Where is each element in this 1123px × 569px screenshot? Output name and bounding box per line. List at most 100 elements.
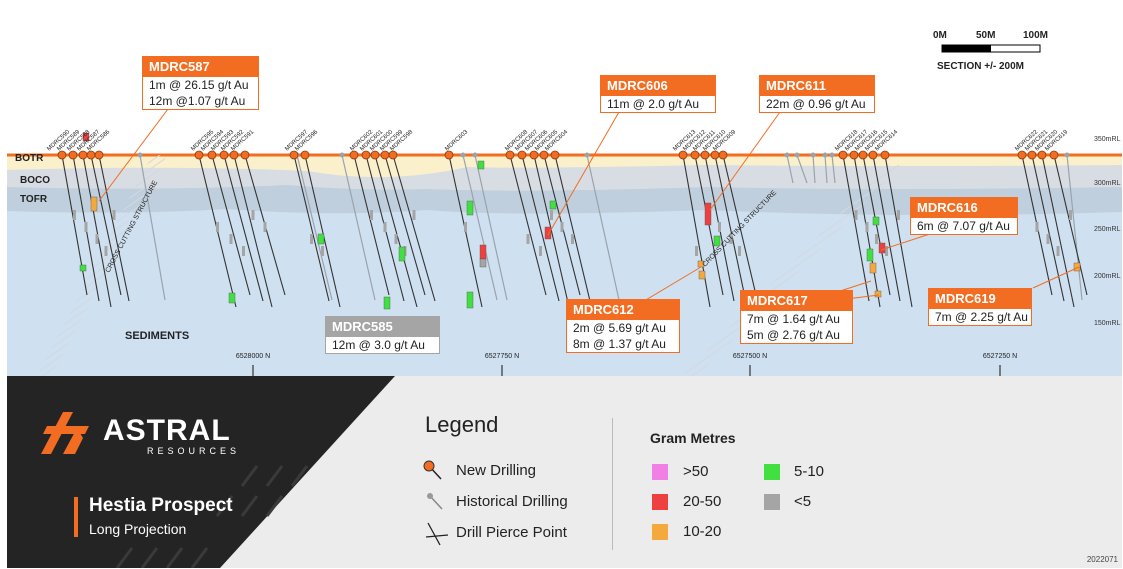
pierce-interval	[263, 222, 267, 232]
callout-line: 7m @ 2.25 g/t Au	[935, 310, 1028, 324]
historical-drill-hole	[339, 152, 376, 301]
drill-pierce-point-icon	[425, 522, 449, 546]
tofr-label: TOFR	[20, 194, 48, 205]
brand-panel	[7, 376, 395, 568]
pierce-interval	[216, 222, 219, 232]
callout-title: MDRC619	[929, 289, 1031, 309]
pierce-interval	[112, 210, 116, 220]
historical-drill-hole	[794, 152, 808, 184]
pierce-interval	[95, 234, 99, 244]
callout-title: MDRC606	[601, 76, 715, 96]
callout-mdrc619: MDRC619 7m @ 2.25 g/t Au	[928, 288, 1032, 326]
new-drill-hole	[868, 150, 901, 302]
intercepts	[79, 132, 1081, 310]
new-drill-hole	[1037, 150, 1075, 308]
new-drill-hole	[300, 150, 341, 308]
historical-drill-hole	[784, 152, 794, 184]
intercept-mark	[698, 270, 706, 280]
intercept-mark	[713, 235, 721, 247]
historical-drill-hole	[460, 152, 498, 301]
scale-tick-0: 0M	[933, 30, 947, 41]
pierce-interval	[729, 234, 733, 244]
new-drill-hole	[57, 150, 88, 296]
callout-line: 5m @ 2.76 g/t Au	[747, 328, 840, 342]
intercept-mark	[866, 248, 874, 262]
intercept-mark	[466, 200, 474, 216]
legend-new-drilling: New Drilling	[456, 462, 537, 479]
new-drill-hole	[718, 150, 757, 296]
rl-label-200: 200mRL	[1094, 273, 1121, 280]
intercept-mark	[228, 292, 236, 304]
brand-panel-texture	[115, 465, 309, 568]
pierce-interval	[695, 246, 698, 256]
callout-mdrc587: MDRC587 1m @ 26.15 g/t Au 12m @1.07 g/t …	[142, 56, 259, 110]
footer-panel: ASTRAL RESOURCES Hestia Prospect Long Pr…	[7, 376, 1122, 568]
cross-cutting-structure-right	[682, 165, 902, 376]
project-subtitle: Long Projection	[89, 521, 187, 537]
pierce-interval	[571, 234, 574, 244]
gm-label-10-20: 10-20	[683, 523, 722, 540]
callout-line: 11m @ 2.0 g/t Au	[607, 97, 700, 111]
pierce-interval	[394, 234, 398, 244]
northing-6527750: 6527750 N	[484, 353, 520, 360]
callout-title: MDRC617	[741, 291, 852, 311]
intercept-mark	[549, 200, 557, 210]
gm-swatch-20-50	[652, 494, 668, 510]
pierce-interval	[854, 210, 858, 220]
pierce-interval	[370, 210, 373, 220]
historical-drill-hole	[1064, 152, 1083, 301]
intercept-mark	[79, 264, 87, 272]
callout-title: MDRC616	[911, 198, 1017, 218]
new-drill-hole	[529, 150, 570, 308]
callout-line: 8m @ 1.37 g/t Au	[573, 337, 666, 351]
pierce-interval	[560, 222, 564, 232]
pierce-interval	[464, 222, 467, 232]
sediments-label: SEDIMENTS	[125, 330, 190, 342]
callout-leader	[709, 111, 781, 211]
callout-mdrc617: MDRC617 7m @ 1.64 g/t Au 5m @ 2.76 g/t A…	[740, 290, 853, 344]
pierce-interval	[321, 246, 324, 256]
intercept-mark	[874, 290, 882, 298]
new-drill-hole	[219, 150, 264, 302]
intercept-mark	[878, 242, 886, 254]
pierce-interval	[1046, 234, 1050, 244]
callout-title: MDRC612	[567, 300, 679, 320]
historical-drill-hole	[137, 152, 166, 301]
pierce-interval	[84, 222, 88, 232]
pierce-interval	[242, 246, 245, 256]
intercept-mark	[479, 244, 487, 260]
new-drill-hole	[880, 150, 913, 308]
intercept-mark	[704, 202, 712, 226]
callout-line: 12m @ 3.0 g/t Au	[332, 338, 425, 352]
callout-leader	[547, 111, 620, 236]
new-drill-hole	[678, 150, 711, 308]
rl-label-350: 350mRL	[1094, 136, 1121, 143]
new-drill-hole	[1049, 150, 1088, 296]
pierce-interval	[539, 246, 542, 256]
gm-swatch-5-10	[764, 464, 780, 480]
new-drill-hole	[229, 150, 273, 308]
pierce-interval	[875, 234, 878, 244]
new-drilling-icon	[423, 460, 442, 480]
pierce-interval	[383, 222, 387, 232]
rl-label-250: 250mRL	[1094, 226, 1121, 233]
intercept-mark	[466, 291, 474, 309]
intercept-mark	[317, 233, 325, 245]
gram-metres-title: Gram Metres	[650, 430, 736, 446]
new-drill-hole	[78, 150, 112, 308]
gm-label-gt50: >50	[683, 463, 709, 480]
northing-6527250: 6527250 N	[982, 353, 1018, 360]
boco-label: BOCO	[20, 175, 50, 186]
section-width-label: SECTION +/- 200M	[937, 61, 1024, 72]
pierce-interval	[885, 246, 888, 256]
new-drill-hole	[505, 150, 547, 296]
northing-ticks	[252, 365, 1001, 376]
new-drill-hole	[94, 150, 130, 302]
intercept-mark	[479, 258, 487, 268]
new-drill-hole	[550, 150, 591, 302]
pierce-interval	[718, 222, 721, 232]
legend-title: Legend	[425, 412, 499, 437]
pierce-interval	[1056, 246, 1060, 256]
scale-tick-100: 100M	[1023, 30, 1049, 41]
legend-drill-pierce-point: Drill Pierce Point	[456, 524, 567, 541]
